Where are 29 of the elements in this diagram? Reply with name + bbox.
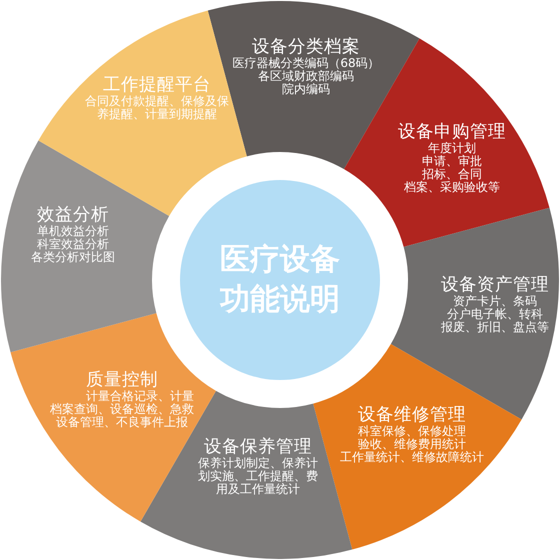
segment-text: 年度计划 bbox=[428, 142, 476, 155]
segment-title: 设备分类档案 bbox=[252, 37, 360, 57]
segment-text: 招标、合同 bbox=[422, 168, 482, 181]
segment-title: 设备保养管理 bbox=[204, 437, 312, 457]
wheel-segment bbox=[1, 140, 170, 353]
segment-text: 验收、维修费用统计 bbox=[358, 438, 466, 451]
segment-title: 质量控制 bbox=[86, 370, 158, 390]
segment-text: 保养计划制定、保养计划实施、工作提醒、费用及工作量统计 bbox=[196, 457, 319, 496]
segment-text: 各区域财政部编码 bbox=[258, 70, 354, 83]
segment-text: 资产卡片、条码 bbox=[453, 295, 537, 308]
segment-text: 单机效益分析 bbox=[37, 225, 109, 238]
segment-text: 报废、折旧、盘点等 bbox=[441, 321, 549, 334]
segment-title: 效益分析 bbox=[37, 205, 109, 225]
segment-text: 合同及付款提醒、保修及保养提醒、计量到期提醒 bbox=[84, 95, 230, 121]
segment-text: 各类分析对比图 bbox=[31, 251, 115, 264]
segment-title: 设备申购管理 bbox=[398, 122, 506, 142]
segment-text: 医疗器械分类编码（68码） bbox=[232, 57, 380, 70]
segment-text: 申请、审批 bbox=[422, 155, 482, 168]
segment-title: 工作提醒平台 bbox=[103, 75, 211, 95]
segment-title: 设备资产管理 bbox=[441, 275, 549, 295]
segment-text: 档案、采购验收等 bbox=[404, 181, 500, 194]
segment-title: 设备维修管理 bbox=[358, 405, 466, 425]
segment-text: 院内编码 bbox=[282, 83, 330, 96]
segment-text: 分户电子帐、转科 bbox=[447, 308, 543, 321]
segment-text: 科室效益分析 bbox=[37, 238, 109, 251]
center-title: 医疗设备功能说明 bbox=[219, 241, 341, 319]
segment-text: 计量合格记录、计量档案查询、设备巡检、急救设备管理、不良事件上报 bbox=[48, 390, 195, 429]
segment-text: 科室保修、保修处理 bbox=[358, 425, 466, 438]
segment-text: 工作量统计、维修故障统计 bbox=[340, 451, 484, 464]
